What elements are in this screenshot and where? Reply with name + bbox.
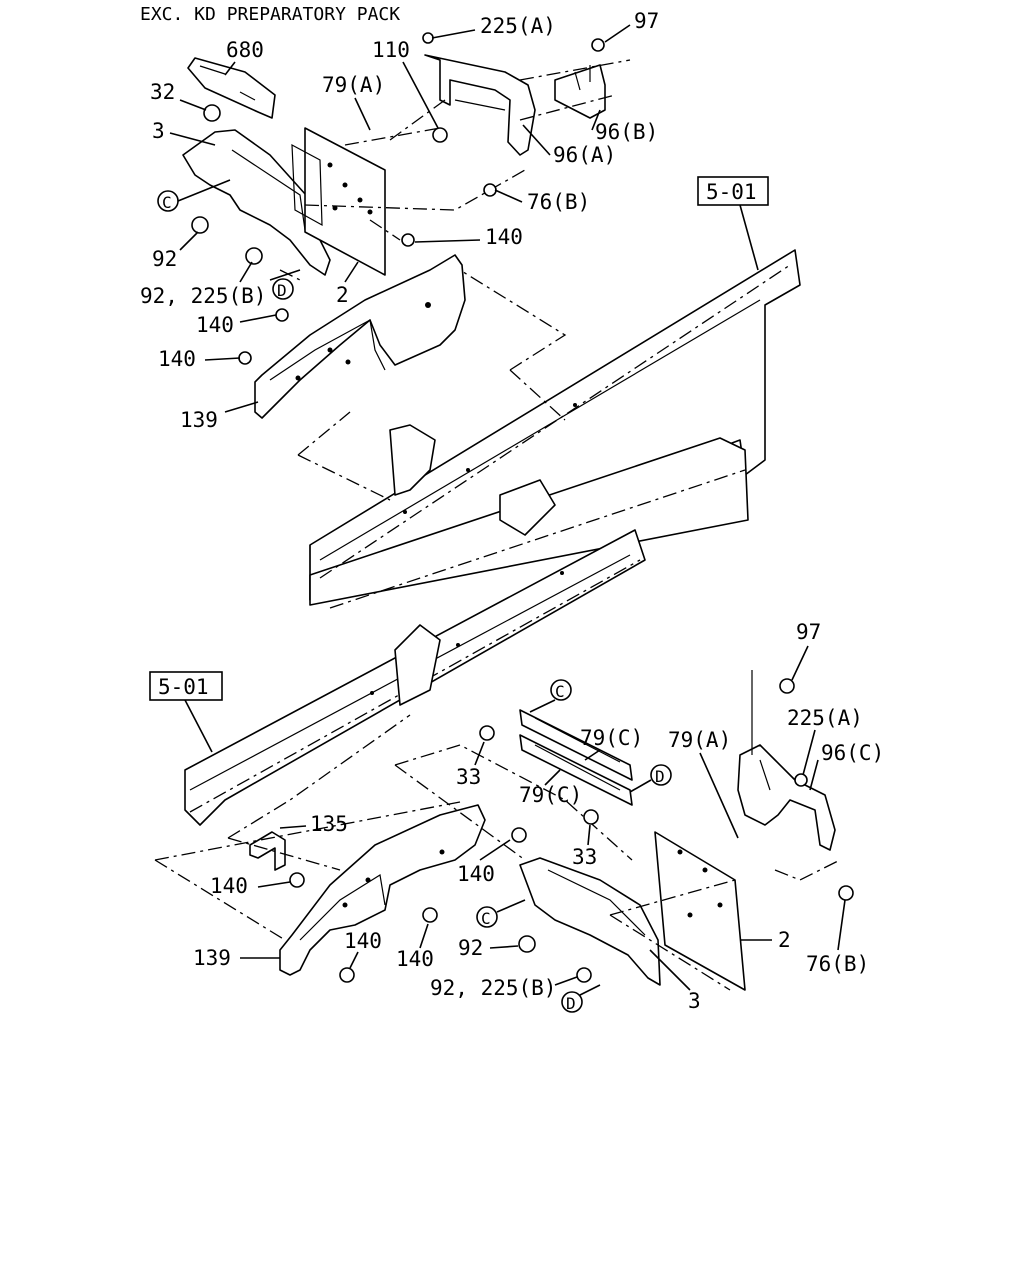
plate-part-2-upper xyxy=(304,127,386,276)
callout-lower-33-b: 33 xyxy=(572,845,597,869)
svg-text:D: D xyxy=(277,281,287,300)
diagram-title: EXC. KD PREPARATORY PACK xyxy=(140,4,400,25)
callout-2: 2 xyxy=(336,283,349,307)
svg-text:D: D xyxy=(655,767,665,786)
callout-lower-92: 92 xyxy=(458,936,483,960)
strip-part-79c-a xyxy=(519,709,633,781)
callout-lower-140-b: 140 xyxy=(457,862,495,886)
circle-marker-d-upper: D xyxy=(269,269,301,300)
callout-lower-79c-a: 79(C) xyxy=(580,726,643,750)
callout-lower-97: 97 xyxy=(796,620,821,644)
plate-part-2-lower xyxy=(654,831,746,991)
callout-lower-92-225b: 92, 225(B) xyxy=(430,976,556,1000)
callout-lower-140-d: 140 xyxy=(396,947,434,971)
bracket-part-96a xyxy=(424,54,536,156)
ref-box-lower: 5-01 xyxy=(149,671,223,753)
callout-680: 680 xyxy=(226,38,264,62)
callout-140-b: 140 xyxy=(196,313,234,337)
circle-marker-d-lower-b: D xyxy=(561,984,601,1013)
pad-part-680 xyxy=(187,57,276,119)
bracket-part-135 xyxy=(249,831,286,871)
callout-32: 32 xyxy=(150,80,175,104)
callout-79a: 79(A) xyxy=(322,73,385,97)
callout-139: 139 xyxy=(180,408,218,432)
callout-97: 97 xyxy=(634,9,659,33)
svg-text:C: C xyxy=(162,193,172,212)
callouts-lower: 97 225(A) 79(C) 96(C) 79(A) 33 79(C) 135… xyxy=(193,620,884,1013)
callout-lower-140-c: 140 xyxy=(344,929,382,953)
callout-76b: 76(B) xyxy=(527,190,590,214)
callout-lower-79a: 79(A) xyxy=(668,728,731,752)
svg-text:C: C xyxy=(481,909,491,928)
callout-lower-96c: 96(C) xyxy=(821,741,884,765)
callouts-upper: 225(A) 97 680 110 32 79(A) 3 96(B) 96(A)… xyxy=(140,9,659,432)
callout-140-c: 140 xyxy=(158,347,196,371)
bracket-part-139-upper xyxy=(254,254,466,419)
callout-110: 110 xyxy=(372,38,410,62)
callout-lower-33-a: 33 xyxy=(456,765,481,789)
callout-225a: 225(A) xyxy=(480,14,556,38)
ref-box-upper: 5-01 xyxy=(697,176,769,271)
callout-3: 3 xyxy=(152,119,165,143)
bracket-part-96b xyxy=(554,64,606,119)
circle-marker-d-lower-a: D xyxy=(629,764,672,793)
callout-96a: 96(A) xyxy=(553,143,616,167)
cover-part-3-lower xyxy=(519,857,661,986)
circle-marker-c-upper: C xyxy=(157,179,231,212)
callout-lower-76b: 76(B) xyxy=(806,952,869,976)
svg-text:D: D xyxy=(566,994,576,1013)
bracket-part-96c xyxy=(737,744,836,851)
callout-140-a: 140 xyxy=(485,225,523,249)
ref-label-lower: 5-01 xyxy=(158,675,209,699)
callout-lower-140-a: 140 xyxy=(210,874,248,898)
callout-lower-79c-b: 79(C) xyxy=(519,783,582,807)
ref-label-upper: 5-01 xyxy=(706,180,757,204)
callout-96b: 96(B) xyxy=(595,120,658,144)
callout-lower-135: 135 xyxy=(310,812,348,836)
frame-rail-upper xyxy=(309,249,801,609)
callout-lower-3: 3 xyxy=(688,989,701,1013)
callout-92-225b: 92, 225(B) xyxy=(140,284,266,308)
callout-lower-225a: 225(A) xyxy=(787,706,863,730)
callout-92: 92 xyxy=(152,247,177,271)
frame-rail-lower xyxy=(184,529,646,826)
svg-text:C: C xyxy=(555,682,565,701)
cover-part-3 xyxy=(182,129,331,276)
circle-marker-c-lower-b: C xyxy=(476,899,526,928)
circle-marker-c-lower-a: C xyxy=(529,679,572,713)
callout-lower-2: 2 xyxy=(778,928,791,952)
callout-lower-139: 139 xyxy=(193,946,231,970)
